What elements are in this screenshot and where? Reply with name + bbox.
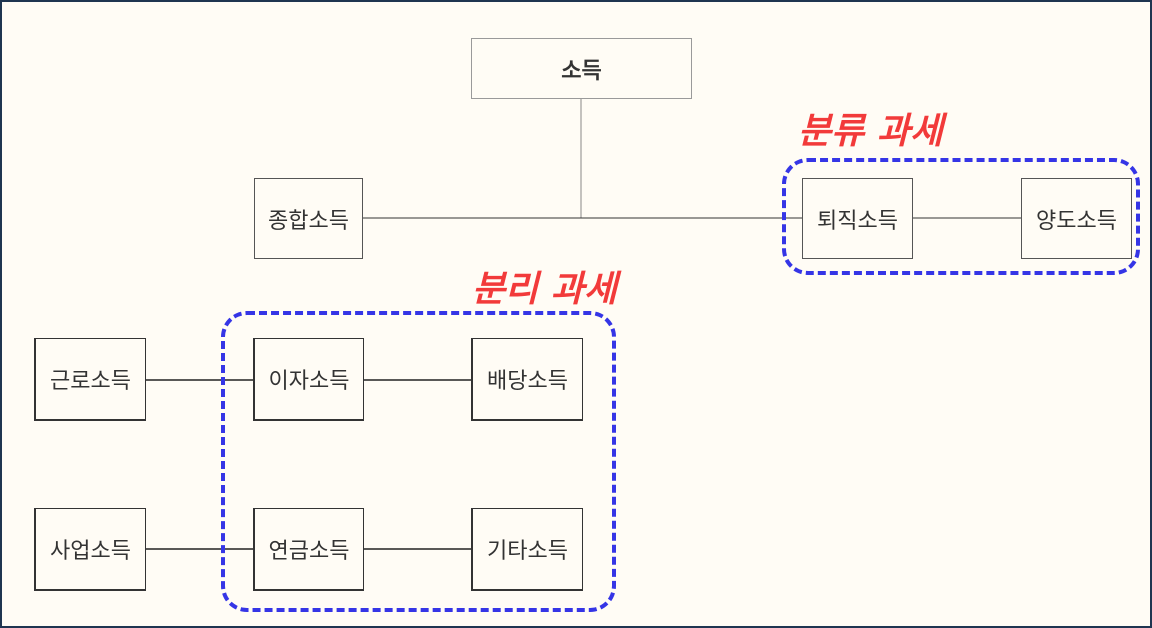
earned-income-node: 근로소득 <box>34 338 146 421</box>
pension-income-node: 연금소득 <box>253 508 364 591</box>
income-root-node: 소득 <box>471 38 692 99</box>
interest-income-node: 이자소득 <box>253 338 364 421</box>
classified-taxation-group <box>782 158 1140 275</box>
business-income-node: 사업소득 <box>34 508 146 591</box>
retirement-income-node: 퇴직소득 <box>802 178 913 259</box>
separate-taxation-group <box>221 311 616 612</box>
separate-taxation-label: 분리 과세 <box>472 269 618 310</box>
other-income-node: 기타소득 <box>471 508 583 591</box>
comprehensive-income-node: 종합소득 <box>254 178 363 259</box>
transfer-income-node: 양도소득 <box>1021 178 1132 259</box>
dividend-income-node: 배당소득 <box>471 338 583 421</box>
classified-taxation-label: 분류 과세 <box>798 111 944 152</box>
